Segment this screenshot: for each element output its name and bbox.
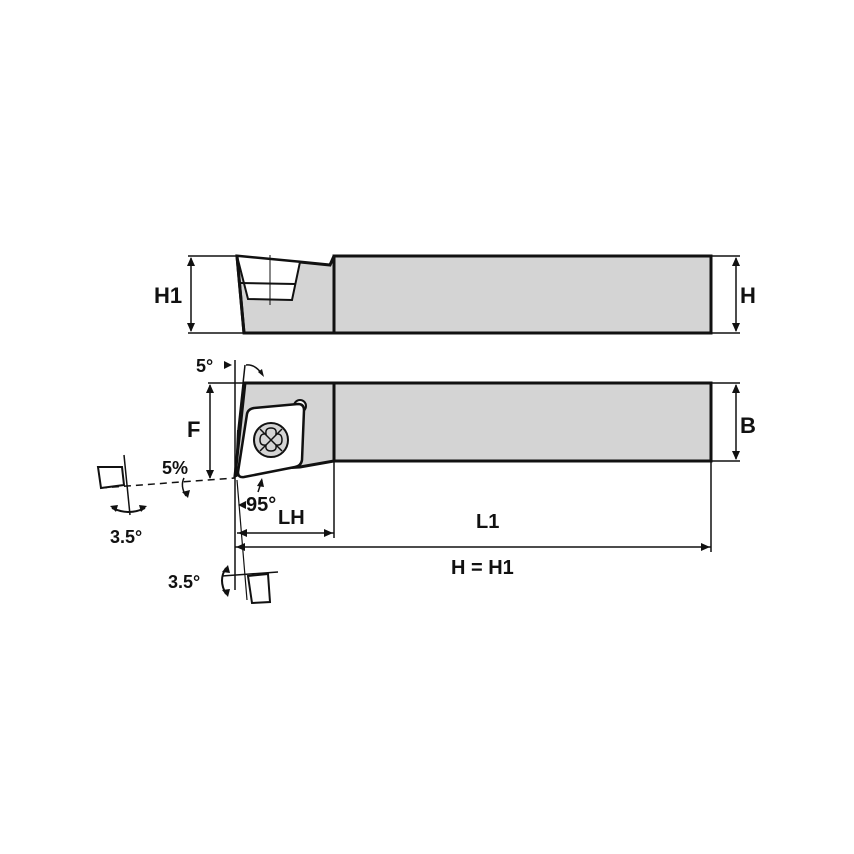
angle-left-3-5: 3.5°: [110, 527, 142, 547]
label-h1: H1: [154, 283, 182, 308]
top-view: 5° F B 3.5° 5% 95°: [96, 356, 756, 605]
top-shank: [332, 381, 713, 463]
length-dimensions: LH L1 H = H1: [235, 461, 712, 579]
label-h-equals-h1: H = H1: [451, 557, 514, 579]
angle-bottom-3-5: 3.5°: [168, 572, 200, 592]
label-h: H: [740, 283, 756, 308]
side-shank: [332, 254, 713, 335]
side-insert: [235, 254, 302, 302]
side-view: H1 H: [154, 254, 756, 335]
angle-top-5: 5°: [196, 356, 213, 376]
label-lh: LH: [278, 507, 305, 529]
label-l1: L1: [476, 511, 499, 533]
angle-95: 95°: [246, 494, 276, 516]
label-b: B: [740, 413, 756, 438]
label-f: F: [187, 417, 200, 442]
angle-left-5: 5%: [162, 458, 188, 478]
